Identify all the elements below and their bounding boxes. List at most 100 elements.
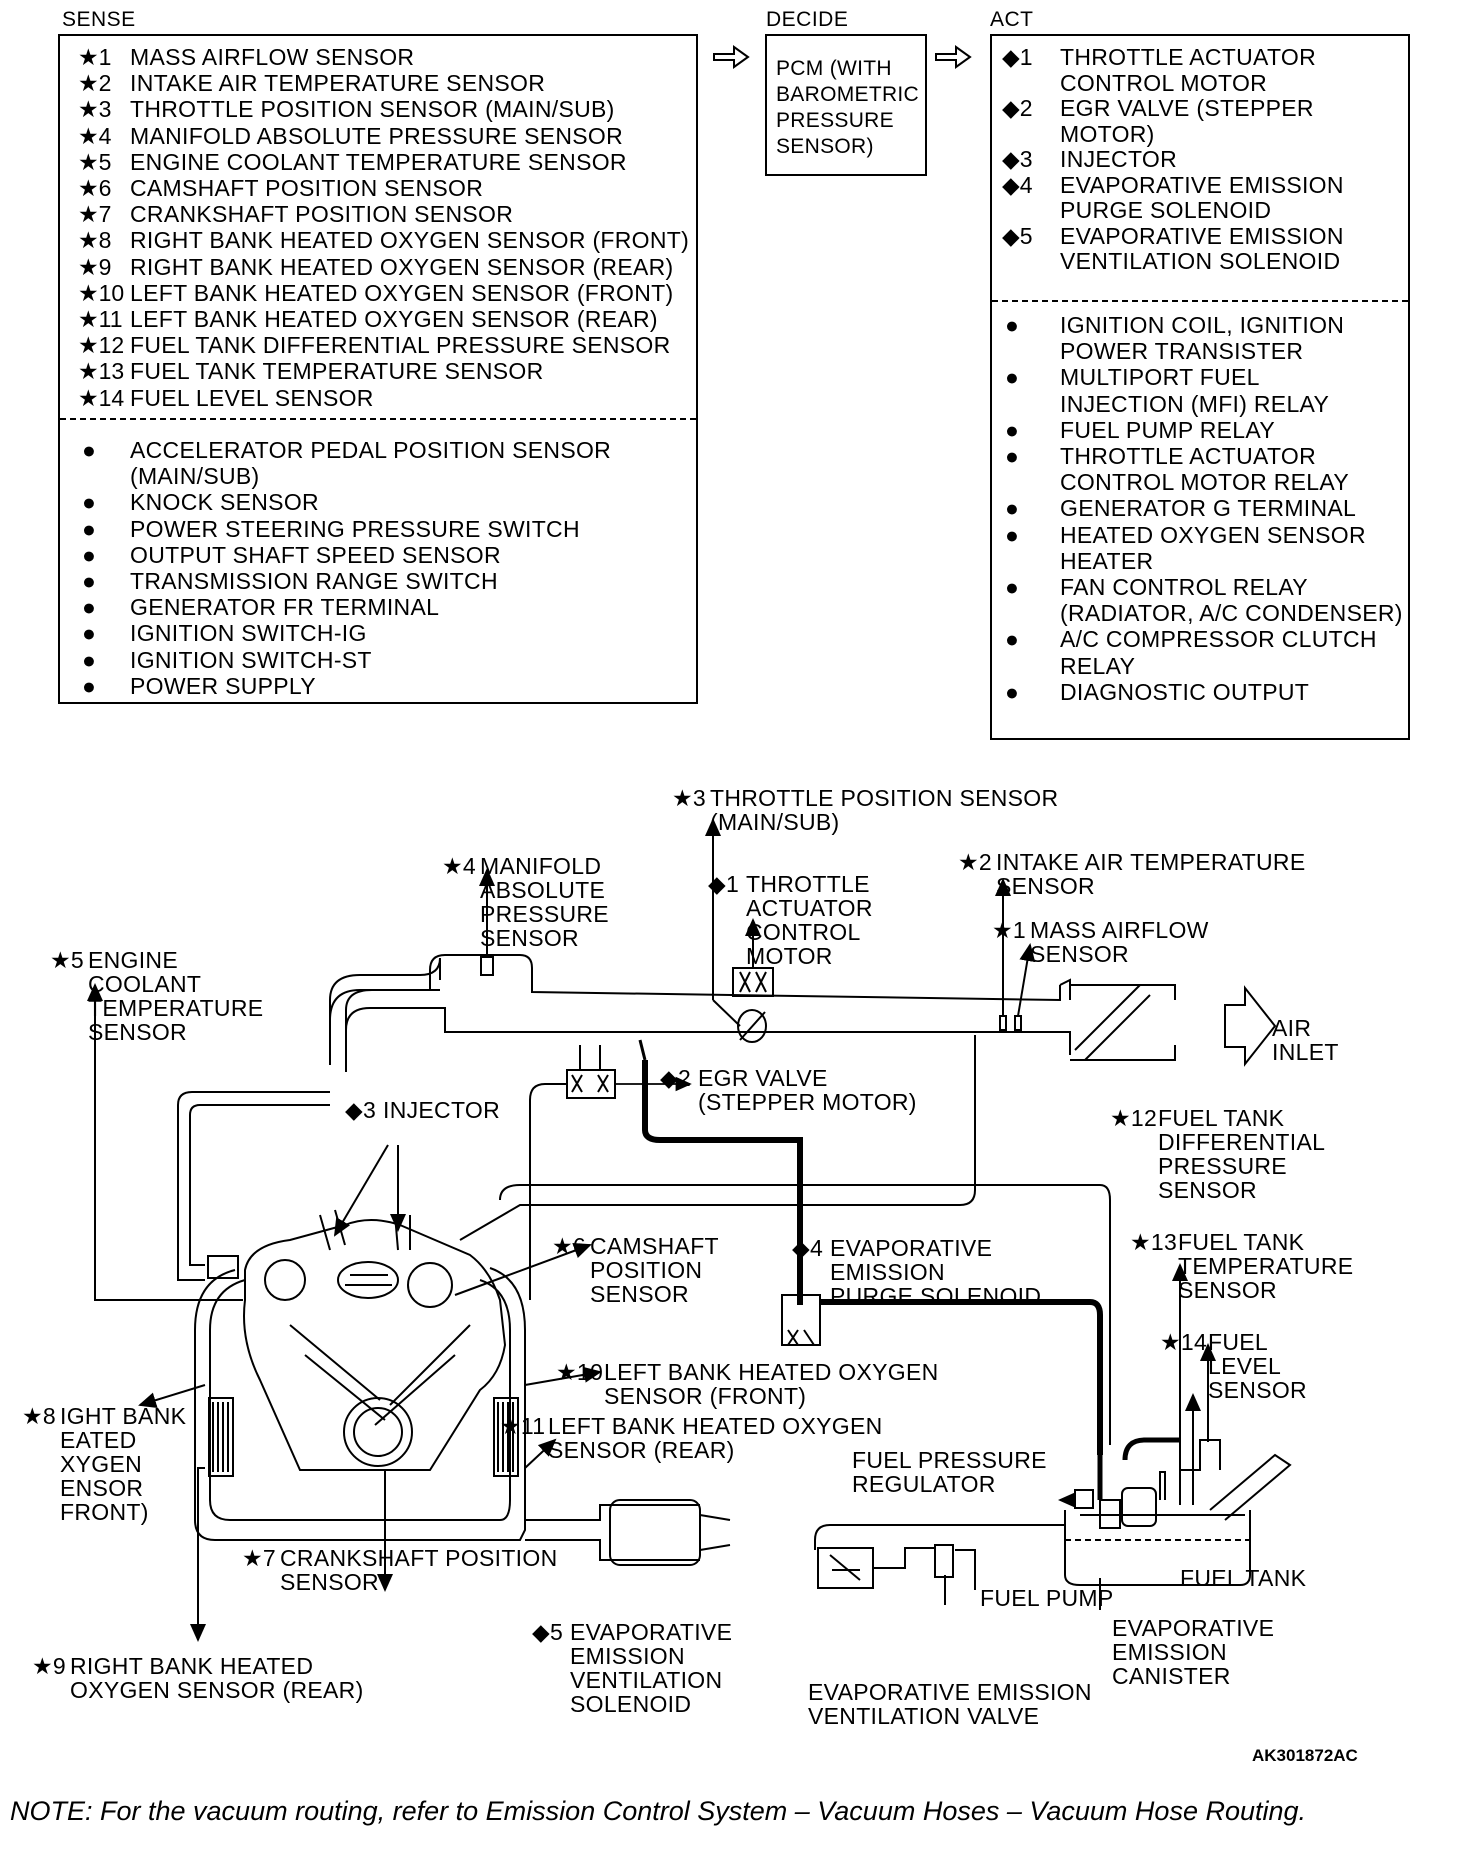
injector-marker: ◆3 [345, 1097, 377, 1123]
cmp-label-line: POSITION [590, 1257, 703, 1283]
right-cam-gear [407, 1262, 453, 1308]
act-item: DIAGNOSTIC OUTPUT [1060, 678, 1310, 705]
rb_front-marker: ★8 [22, 1403, 57, 1429]
act-item: INJECTION (MFI) RELAY [1060, 390, 1330, 417]
purge-label-line: EMISSION [830, 1259, 945, 1285]
sense-item: ACCELERATOR PEDAL POSITION SENSOR [130, 437, 612, 463]
diamond-marker: ◆3 [1002, 146, 1033, 172]
act-item: IGNITION COIL, IGNITION [1060, 312, 1345, 338]
star-marker: ★5 [78, 148, 112, 175]
star-marker: ★3 [78, 96, 112, 123]
rb_front-label-line: FRONT) [60, 1499, 149, 1525]
tps-label-line: (MAIN/SUB) [710, 809, 840, 835]
act-item: A/C COMPRESSOR CLUTCH [1060, 626, 1377, 653]
left-cam-gear [264, 1259, 306, 1301]
main-catalytic-converter [609, 1499, 701, 1566]
ckp-label-line: CRANKSHAFT POSITION [280, 1545, 558, 1571]
star-marker: ★10 [78, 279, 125, 306]
act-item: VENTILATION SOLENOID [1060, 248, 1341, 274]
air-cleaner-bottom [1070, 1045, 1176, 1061]
fuel_level-marker: ★14 [1160, 1329, 1208, 1355]
diamond-marker: ◆5 [1002, 222, 1033, 249]
injector-label-line: INJECTOR [383, 1097, 500, 1123]
ckp-marker: ★7 [242, 1545, 277, 1571]
egr-label: EGR VALVE(STEPPER MOTOR) [698, 1066, 917, 1114]
diamond-marker: ◆1 [1002, 44, 1033, 70]
act-item: CONTROL MOTOR RELAY [1060, 469, 1349, 496]
purge-solenoid [781, 1294, 821, 1346]
diamond-marker: ◆4 [1002, 171, 1033, 198]
fuel_pump-label-line: FUEL PUMP [980, 1585, 1114, 1611]
vent_sol-label-line: VENTILATION [570, 1667, 723, 1693]
ect-label-line: TEMPERATURE [88, 995, 264, 1021]
fuel_pump-label: FUEL PUMP [980, 1586, 1113, 1610]
bullet-icon: ● [82, 515, 96, 542]
bullet-icon: ● [82, 672, 96, 699]
cmp-label-line: CAMSHAFT [590, 1233, 719, 1259]
decide-to-act-arrow [935, 45, 972, 69]
star-marker: ★14 [78, 384, 125, 411]
tps-label-line: THROTTLE POSITION SENSOR [710, 785, 1059, 811]
act-item: EVAPORATIVE EMISSION [1060, 222, 1344, 249]
sense-item: RIGHT BANK HEATED OXYGEN SENSOR (FRONT) [130, 227, 690, 254]
sense-item: RIGHT BANK HEATED OXYGEN SENSOR (REAR) [130, 253, 674, 280]
canister-label-line: EMISSION [1112, 1639, 1227, 1665]
map-marker: ★4 [442, 853, 477, 879]
ft_temp-label-line: TEMPERATURE [1178, 1253, 1354, 1279]
fuel-pressure-regulator [1074, 1489, 1094, 1509]
ft_diff-label-line: PRESSURE [1158, 1153, 1287, 1179]
throttle-label-line: ACTUATOR [746, 895, 873, 921]
ckp-label-line: SENSOR [280, 1569, 379, 1595]
act-item: MOTOR) [1060, 120, 1155, 147]
fpr-label-line: FUEL PRESSURE [852, 1447, 1047, 1473]
rb_rear-label-line: RIGHT BANK HEATED [70, 1653, 314, 1679]
air_inlet-label-line: INLET [1272, 1039, 1339, 1065]
coolant-component [207, 1255, 239, 1279]
throttle-valve [737, 1009, 767, 1043]
ft_diff-label-line: SENSOR [1158, 1177, 1257, 1203]
sense-divider [60, 418, 696, 420]
act-item: CONTROL MOTOR [1060, 69, 1268, 96]
injector-label: INJECTOR [383, 1098, 500, 1122]
fuel-pump [1099, 1499, 1121, 1529]
act-item: THROTTLE ACTUATOR [1060, 443, 1316, 469]
iat-marker: ★2 [958, 849, 993, 875]
sense-item: CAMSHAFT POSITION SENSOR [130, 175, 484, 201]
rb_front-label-line: IGHT BANK [60, 1403, 187, 1429]
act-item: INJECTOR [1060, 146, 1177, 172]
sense-item: FUEL TANK TEMPERATURE SENSOR [130, 358, 544, 385]
bullet-icon: ● [1005, 521, 1019, 548]
act-item: RELAY [1060, 652, 1136, 679]
ft_temp-label-line: FUEL TANK [1178, 1229, 1305, 1255]
lb_rear-label-line: LEFT BANK HEATED OXYGEN [548, 1413, 883, 1439]
ft_diff-marker: ★12 [1110, 1105, 1158, 1131]
vent_valve-label-line: VENTILATION VALVE [808, 1703, 1040, 1729]
star-marker: ★1 [78, 44, 112, 70]
fpr-label-line: REGULATOR [852, 1471, 996, 1497]
fuel_level-label-line: LEVEL [1208, 1353, 1282, 1379]
sense-box [58, 34, 698, 704]
decide-line: BAROMETRIC [776, 83, 920, 106]
rb_front-label-line: XYGEN [60, 1451, 143, 1477]
throttle-label-line: MOTOR [746, 943, 833, 969]
bullet-icon: ● [1005, 574, 1019, 600]
tps-marker: ★3 [672, 785, 707, 811]
decide-box [765, 34, 927, 176]
act-item: POWER TRANSISTER [1060, 338, 1304, 365]
sense-item: ENGINE COOLANT TEMPERATURE SENSOR [130, 148, 627, 175]
egr-label-line: (STEPPER MOTOR) [698, 1089, 917, 1115]
egr-valve-body [566, 1069, 616, 1099]
act-item: FAN CONTROL RELAY [1060, 574, 1308, 600]
lb_rear-label-line: SENSOR (REAR) [548, 1437, 735, 1463]
bullet-icon: ● [82, 620, 96, 647]
cmp-label-line: SENSOR [590, 1281, 689, 1307]
act-item: EVAPORATIVE EMISSION [1060, 171, 1344, 198]
sense-item: TRANSMISSION RANGE SWITCH [130, 568, 498, 594]
